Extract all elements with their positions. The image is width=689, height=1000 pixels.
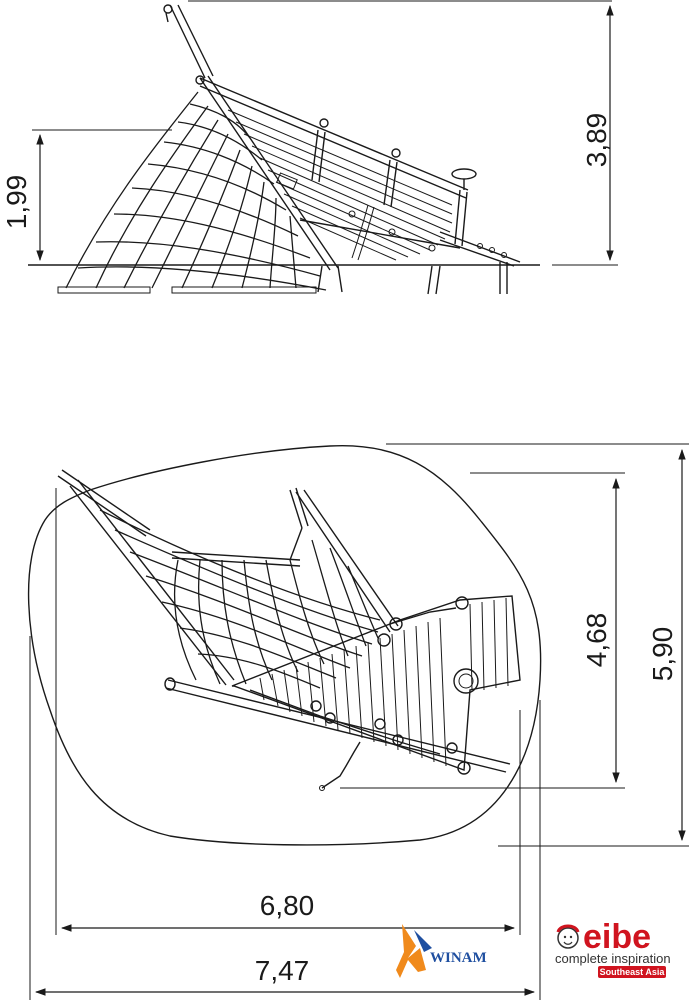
climbing-net-top [99,509,381,689]
dim-height-overall: 3,89 [581,113,612,168]
dim-width-safety-zone: 7,47 [255,955,310,986]
deck-top [231,595,521,771]
dim-width-equipment: 6,80 [260,890,315,921]
eibe-wordmark: eibe [583,918,651,956]
eibe-tagline: complete inspiration [555,951,671,966]
eibe-logo: eibe complete inspiration Southeast Asia [555,918,671,978]
safety-zone-outline [27,444,542,846]
dim-depth-equipment: 4,68 [581,613,612,668]
dim-height-platform: 1,99 [1,175,32,230]
dim-depth-safety-zone: 5,90 [647,627,678,682]
winam-logo: WINAM [396,924,487,978]
eibe-face-icon [556,924,580,949]
eibe-region-label: Southeast Asia [600,967,666,977]
side-view: 3,89 1,99 [1,0,618,295]
deck-slats [227,109,453,261]
climbing-net-side [65,91,327,291]
top-view: 4,68 5,90 6,80 7,47 [27,443,689,1000]
winam-wordmark: WINAM [430,950,487,966]
eibe-region-badge [598,966,666,978]
